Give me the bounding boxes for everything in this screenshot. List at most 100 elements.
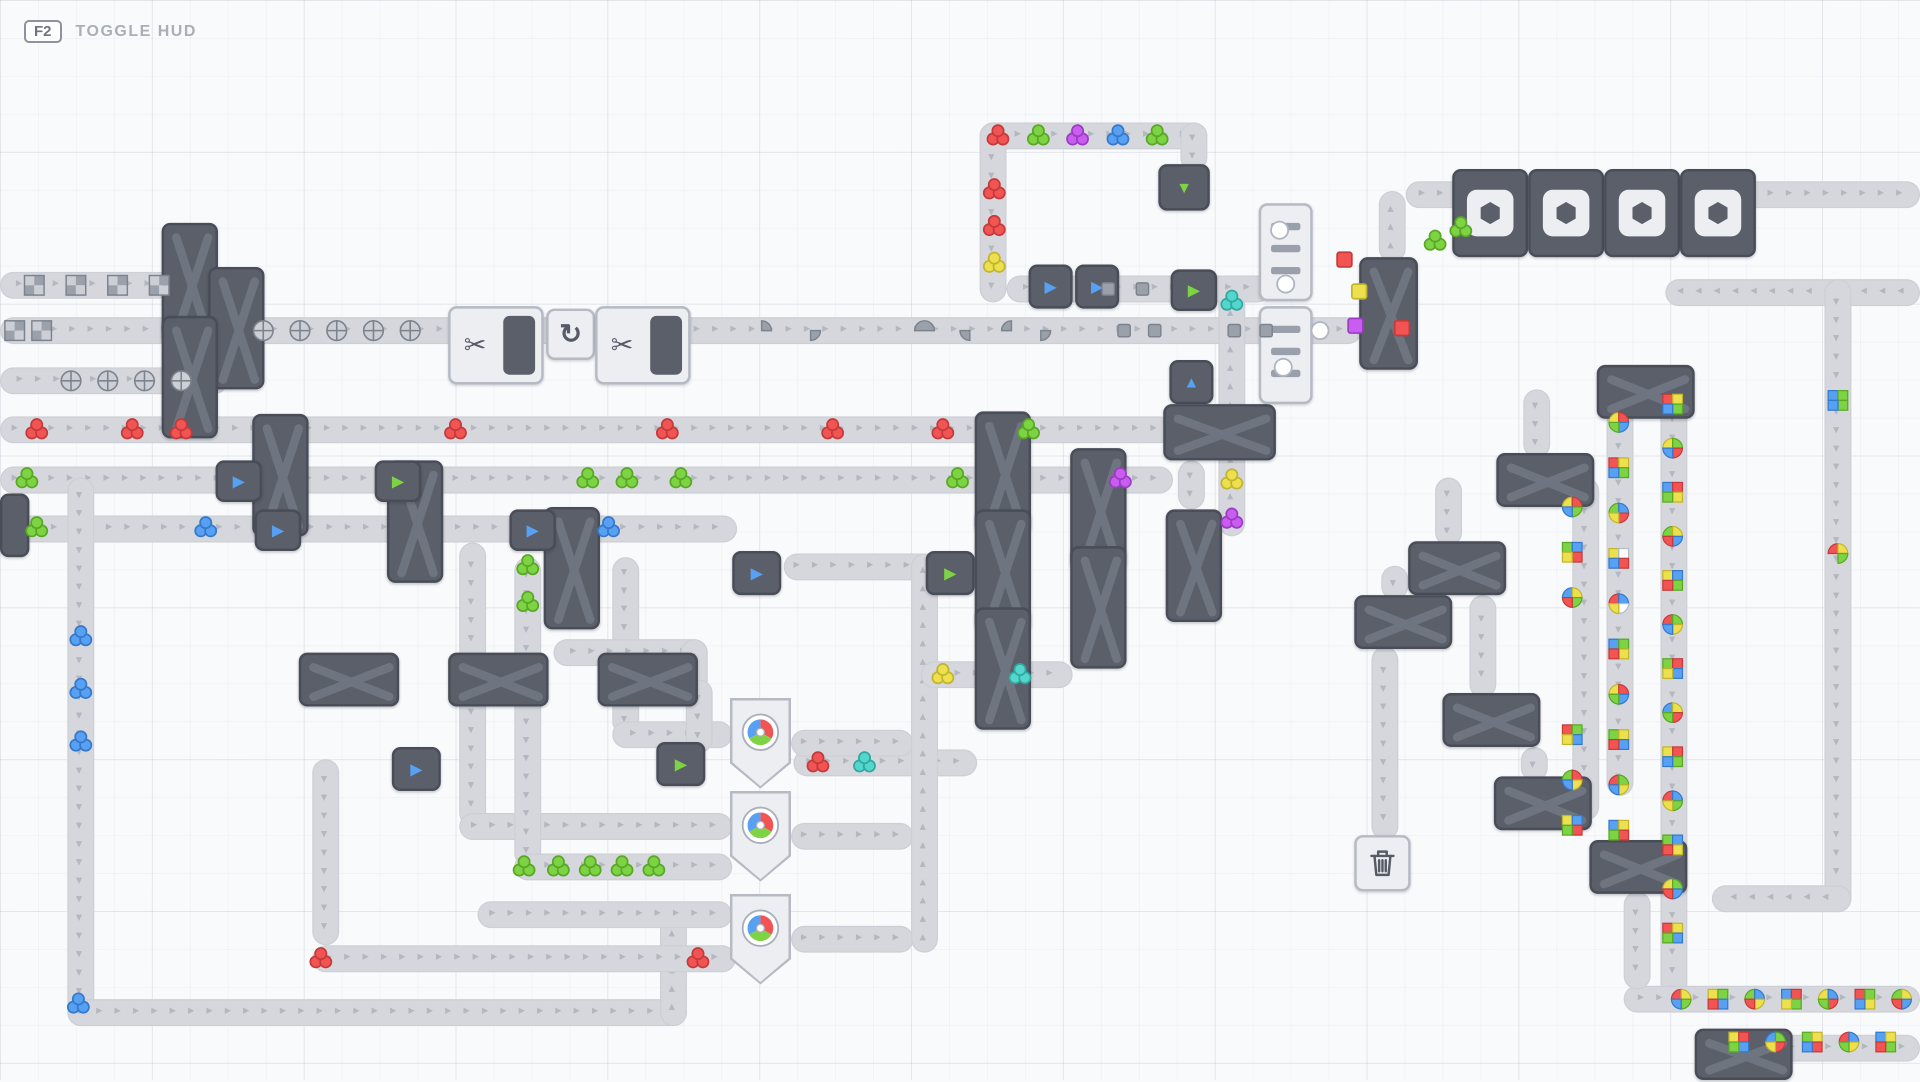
machine-balancer[interactable] (1694, 1028, 1793, 1081)
machine-tunnel[interactable]: ▶ (215, 460, 263, 503)
conveyor-belt[interactable]: ▸▸▸▸▸▸▸▸▸▸▸▸▸▸▸ (1623, 985, 1920, 1013)
belt-arrow-icon: ▴ (1226, 471, 1234, 485)
conveyor-belt[interactable]: ▾▾▾▾▾▾▾▾▾▾▾▾▾▾▾▾ (514, 557, 542, 867)
machine-balancer[interactable] (1442, 693, 1541, 747)
machine-balancer[interactable] (1596, 364, 1695, 419)
belt-arrow-icon: ▸ (326, 520, 333, 534)
machine-stacker[interactable] (1452, 168, 1529, 258)
machine-connector[interactable] (0, 493, 30, 558)
belt-arrow-icon: ▾ (620, 565, 627, 580)
machine-tunnel[interactable]: ▲ (1169, 360, 1214, 405)
machine-stacker[interactable] (1604, 168, 1681, 258)
belt-arrow-icon: ▾ (1668, 908, 1676, 923)
conveyor-belt[interactable]: ▾▾ (1177, 460, 1205, 510)
machine-cutter[interactable]: ✂ (448, 306, 544, 385)
conveyor-belt[interactable]: ▾▾▾ (1435, 477, 1463, 547)
machine-balancer[interactable] (1589, 840, 1688, 894)
machine-cutter[interactable]: ✂ (595, 306, 691, 385)
conveyor-belt[interactable]: ▾▾▾▾ (1469, 595, 1497, 698)
conveyor-belt[interactable]: ◂◂◂◂◂◂ (1711, 885, 1852, 913)
conveyor-belt[interactable]: ▸▸▸▸▸▸▸▸▸▸▸ (514, 853, 733, 881)
machine-balancer[interactable] (597, 652, 698, 707)
conveyor-belt[interactable]: ▾▾▾▾▾▾▾▾▾▾▾▾▾▾▾▾▾▾ (1572, 477, 1600, 821)
belt-arrow-icon: ▸ (142, 322, 149, 336)
conveyor-belt[interactable]: ▾▾▾▾▾▾▾▾▾ (1371, 646, 1399, 841)
conveyor-belt[interactable]: ▸▸▸▸▸▸ (791, 729, 914, 757)
machine-balancer[interactable] (448, 652, 549, 707)
conveyor-belt[interactable]: ▾▾▾▾▾▾▾▾▾ (312, 759, 340, 946)
conveyor-belt[interactable]: ▾ (1381, 565, 1409, 601)
machine-balancer[interactable] (1354, 595, 1453, 649)
belt-arrow-icon: ◂ (1713, 284, 1720, 298)
belt-arrow-icon: ▸ (363, 322, 370, 336)
machine-tunnel[interactable]: ▶ (656, 742, 706, 787)
machine-balancer[interactable] (1493, 776, 1592, 831)
machine-balancer[interactable] (1359, 257, 1418, 370)
machine-balancer[interactable] (1163, 404, 1276, 461)
conveyor-belt[interactable]: ▸▸▸▸▸▸▸▸▸▸▸ (979, 122, 1208, 150)
machine-color-mixer[interactable] (729, 893, 792, 985)
machine-tunnel[interactable]: ▶ (391, 746, 441, 792)
machine-color-mixer[interactable] (729, 791, 792, 882)
conveyor-belt[interactable]: ▾▾▾▾▾▾▾▾▾▾▾▾▾▾▾▾▾▾▾▾▾▾▾▾▾▾▾▾▾▾▾▾▾ (1660, 377, 1688, 1013)
machine-stacker[interactable] (1680, 168, 1756, 258)
machine-balancer[interactable] (161, 315, 218, 439)
machine-tunnel[interactable]: ▶ (374, 460, 422, 503)
belt-arrow-icon: ▸ (617, 421, 624, 435)
machine-balancer[interactable] (1408, 541, 1507, 596)
belt-arrow-icon: ▸ (381, 322, 388, 336)
conveyor-belt[interactable]: ▸▸▸▸▸▸▸▸▸▸▸▸▸ (477, 901, 733, 929)
conveyor-belt[interactable]: ▸▸▸▸▸▸▸▸▸▸▸▸▸▸▸▸▸▸▸▸▸▸▸▸▸▸▸▸▸▸▸▸▸▸▸▸▸▸▸ (0, 515, 738, 543)
conveyor-belt[interactable]: ▸▸▸▸▸▸▸▸▸▸▸▸▸▸ (459, 813, 733, 841)
machine-tunnel[interactable]: ▶ (509, 509, 556, 552)
machine-trash[interactable] (1354, 835, 1411, 892)
belt-arrow-icon: ▴ (919, 636, 926, 650)
machine-stacker[interactable] (1528, 168, 1605, 258)
belt-arrow-icon: ▾ (1580, 504, 1587, 518)
machine-tunnel[interactable]: ▼ (1158, 164, 1210, 211)
conveyor-belt[interactable]: ▾▾▾▾▾▾▾▾▾ (979, 122, 1007, 303)
conveyor-belt[interactable]: ▸▸▸▸▸▸▸▸ (0, 271, 172, 299)
belt-arrow-icon: ▾ (1188, 149, 1196, 163)
belt-arrow-icon: ▸ (234, 520, 241, 534)
machine-balancer[interactable] (298, 652, 400, 707)
conveyor-belt[interactable]: ◂◂◂◂◂◂◂◂◂◂◂◂◂ (1665, 279, 1920, 307)
machine-balancer[interactable] (974, 607, 1032, 730)
conveyor-belt[interactable]: ▸▸▸▸▸▸ (791, 925, 914, 953)
conveyor-belt[interactable]: ▾ (1520, 746, 1548, 782)
machine-balancer[interactable] (1070, 546, 1127, 669)
belt-arrow-icon: ▾ (1380, 791, 1387, 806)
conveyor-belt[interactable]: ▴▴▴ (1378, 191, 1406, 263)
machine-tunnel[interactable]: ▶ (1075, 264, 1120, 309)
conveyor-belt[interactable]: ▸▸▸▸▸▸▸▸▸▸▸▸▸▸▸▸▸▸▸▸▸▸ (312, 945, 736, 973)
conveyor-belt[interactable]: ▾▾▾▾ (1623, 891, 1651, 990)
belt-arrow-icon: ▾ (1615, 475, 1622, 490)
conveyor-belt[interactable]: ▸▸▸▸▸▸ (791, 822, 914, 850)
machine-balancer[interactable] (1496, 453, 1595, 507)
machine-tunnel[interactable]: ▶ (925, 551, 975, 596)
belt-arrow-icon: ▾ (1632, 961, 1639, 975)
conveyor-belt[interactable]: ▾▾▾ (1523, 389, 1551, 458)
conveyor-belt[interactable]: ▴▴▴▴▴▴▴▴▴▴▴▴▴▴▴▴▴▴▴▴▴ (911, 553, 938, 953)
machine-tunnel[interactable]: ▶ (732, 551, 782, 596)
conveyor-belt[interactable]: ▾▾ (1180, 122, 1208, 172)
belt-arrow-icon: ▸ (305, 471, 312, 485)
conveyor-belt[interactable]: ▸▸▸▸▸▸▸▸▸▸▸▸▸▸▸▸▸▸▸▸▸▸▸▸▸▸▸▸▸▸▸▸▸ (67, 999, 687, 1027)
tunnel-arrow-icon: ▶ (1044, 277, 1057, 296)
conveyor-belt[interactable]: ▾▾▾▾▾▾▾▾▾▾▾▾▾▾▾▾▾▾▾▾▾▾▾▾▾▾▾▾▾▾▾▾▾ (1824, 279, 1852, 913)
conveyor-belt[interactable]: ▾▾▾▾▾▾▾▾▾▾▾▾▾▾▾▾▾▾▾▾▾ (1606, 389, 1634, 796)
machine-storage[interactable] (1258, 203, 1313, 302)
conveyor-belt[interactable]: ▾▾▾▾▾▾▾▾▾▾▾▾▾▾▾▾▾▾▾▾▾▾▾▾▾▾▾▾▾ (67, 477, 95, 1027)
belt-arrow-icon: ▸ (30, 421, 37, 435)
machine-tunnel[interactable]: ▶ (254, 509, 302, 552)
machine-rotator[interactable]: ↻ (546, 308, 596, 361)
machine-tunnel[interactable]: ▶ (1170, 269, 1218, 312)
belt-arrow-icon: ▾ (1668, 688, 1676, 702)
belt-arrow-icon: ▾ (522, 622, 530, 637)
machine-tunnel[interactable]: ▶ (1028, 264, 1073, 309)
belt-arrow-icon: ▾ (1531, 398, 1538, 413)
machine-balancer[interactable] (1165, 509, 1223, 623)
machine-color-mixer[interactable] (729, 697, 792, 789)
machine-storage[interactable] (1258, 306, 1313, 405)
